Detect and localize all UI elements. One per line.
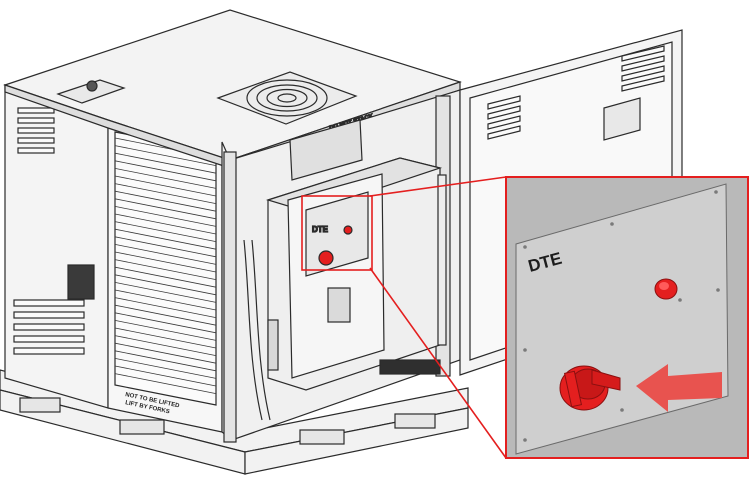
shutter-slat <box>114 320 217 341</box>
shutter-slat <box>114 289 217 311</box>
zoom-detail: DTE <box>505 176 749 459</box>
cabinet-foot-plate <box>379 359 441 375</box>
shutter-slat <box>114 190 217 212</box>
shutter-slat <box>114 365 217 387</box>
shutter-slat <box>114 152 217 174</box>
shutter-slat <box>114 266 217 288</box>
cable-loom <box>243 239 271 421</box>
fan-grill-icon <box>216 71 358 125</box>
electrical-cabinet: DTE <box>265 157 443 391</box>
zoom-callout-lines <box>301 176 507 459</box>
shutter-slat <box>114 175 217 197</box>
shutter-slat <box>114 274 217 296</box>
shutter-slat <box>114 259 217 280</box>
cabinet-brand-label: DTE <box>312 225 329 234</box>
shutter-slat <box>114 236 217 258</box>
red-knob-icon <box>559 365 621 411</box>
shutter-slat <box>114 373 217 394</box>
shutter-slat <box>114 145 217 166</box>
shutter-slat <box>114 304 217 326</box>
shutter-slat <box>114 206 217 227</box>
shutter-slat <box>114 297 217 318</box>
door-handle-pocket <box>603 97 641 141</box>
shutter-slat <box>114 213 217 235</box>
front-shutter <box>107 119 223 433</box>
shutter-slat <box>114 358 217 379</box>
shutter-slat <box>114 221 217 242</box>
shutter-slat <box>114 282 217 303</box>
shutter-slat <box>114 327 217 349</box>
shutter-slat <box>114 350 217 372</box>
roof-hatch <box>56 79 126 104</box>
arrow-left-icon <box>636 364 722 412</box>
left-side-panel <box>4 84 109 409</box>
left-vent-louvers <box>13 107 85 355</box>
door-louvers <box>487 45 665 140</box>
shutter-slat <box>114 335 217 356</box>
shutter-slat <box>114 168 217 189</box>
shutter-slat <box>114 251 217 273</box>
shutter-slat <box>114 312 217 334</box>
shutter-slat <box>114 198 217 220</box>
shutter-slat <box>114 160 217 182</box>
shutter-slat <box>114 228 217 250</box>
side-data-plate <box>67 264 95 300</box>
shutter-slat <box>114 342 217 364</box>
cabinet-window <box>327 287 351 323</box>
red-indicator-light-icon <box>654 278 678 300</box>
shutter-slats <box>114 137 217 394</box>
cabinet-indicator-light-icon <box>343 225 353 235</box>
zoom-source-box <box>301 195 373 271</box>
shutter-slat <box>114 183 217 204</box>
shutter-slat <box>114 244 217 265</box>
cabinet-knob-icon <box>318 250 334 266</box>
base-skid <box>0 369 469 475</box>
